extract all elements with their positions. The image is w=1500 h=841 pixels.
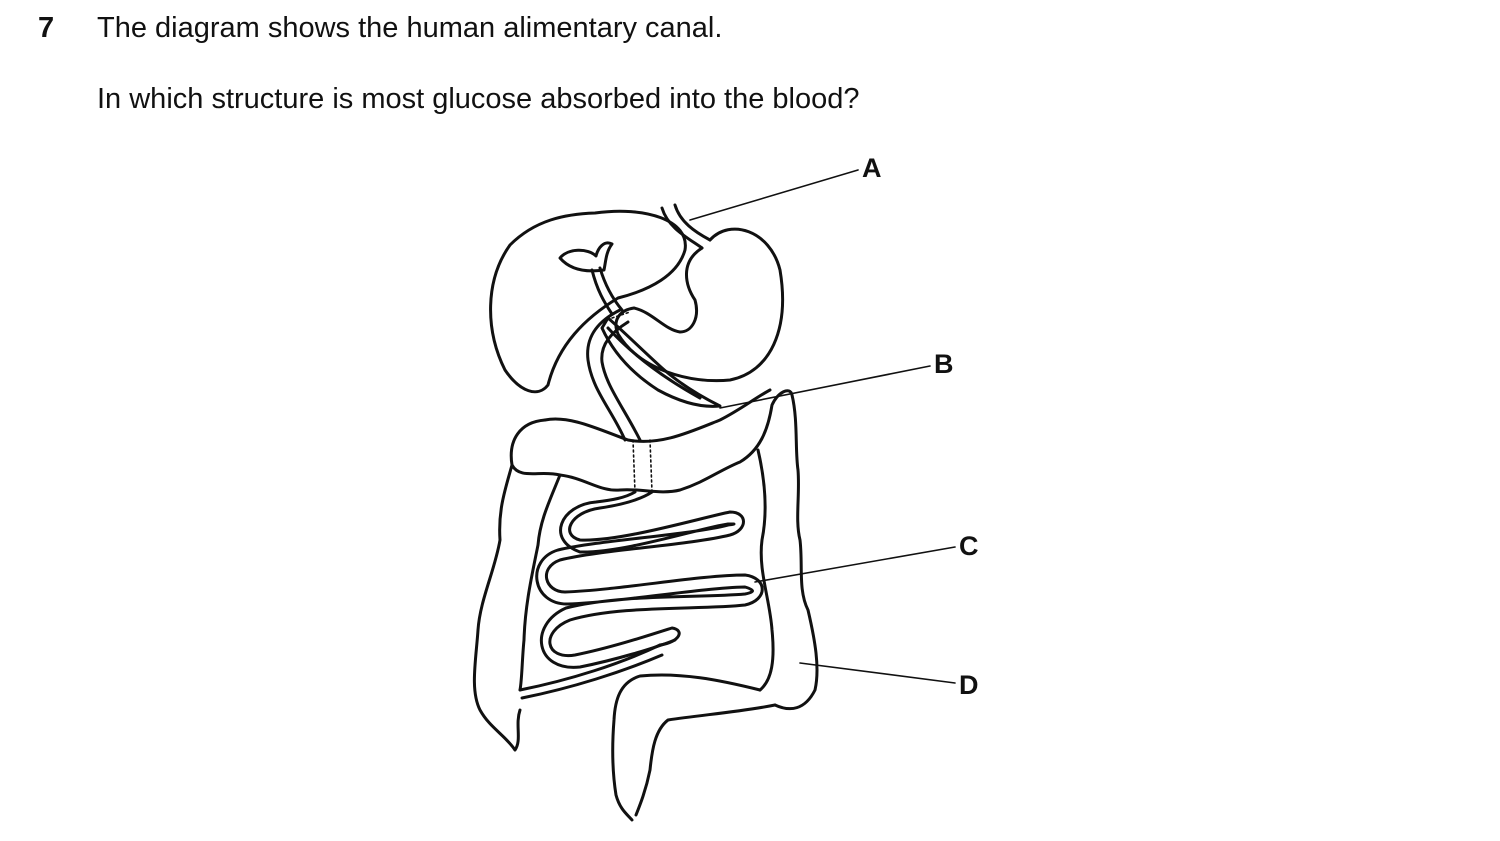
bile-duct	[598, 266, 624, 312]
leader-line-c	[754, 546, 956, 583]
rectum-outline	[611, 673, 762, 822]
leader-line-d	[799, 662, 956, 684]
question-stem: The diagram shows the human alimentary c…	[97, 12, 723, 44]
pancreas-duct	[606, 326, 702, 400]
ascending-colon-inner	[518, 473, 562, 692]
oesophagus-right	[673, 203, 712, 242]
liver-outline	[489, 209, 687, 394]
stomach-outline	[614, 227, 785, 383]
transverse-colon-upper	[543, 388, 772, 443]
question-prompt: In which structure is most glucose absor…	[97, 83, 860, 115]
pyloric-sphincter	[611, 311, 631, 319]
small-intestine-inner	[535, 490, 754, 669]
small-intestine-outer	[544, 490, 764, 658]
label-d: D	[959, 670, 979, 700]
rectum-inner	[634, 703, 777, 817]
oesophagus-left	[660, 206, 704, 250]
duodenum-hidden-left	[632, 439, 636, 493]
duodenum-outer	[586, 308, 627, 442]
duodenum-inner	[600, 320, 642, 442]
duodenum-hidden-right	[649, 439, 653, 493]
leader-line-a	[689, 169, 859, 221]
descending-colon-inner	[756, 448, 775, 692]
bile-duct-inner	[590, 268, 614, 316]
question-number: 7	[38, 12, 55, 44]
label-c: C	[959, 531, 979, 561]
gall-bladder-outline	[558, 241, 614, 273]
ileum-end-inner	[520, 653, 664, 700]
ascending-colon-outer	[472, 463, 522, 752]
label-a: A	[862, 153, 882, 183]
leader-line-b	[719, 365, 931, 409]
label-b: B	[934, 349, 954, 379]
pancreas-outline	[600, 316, 722, 408]
